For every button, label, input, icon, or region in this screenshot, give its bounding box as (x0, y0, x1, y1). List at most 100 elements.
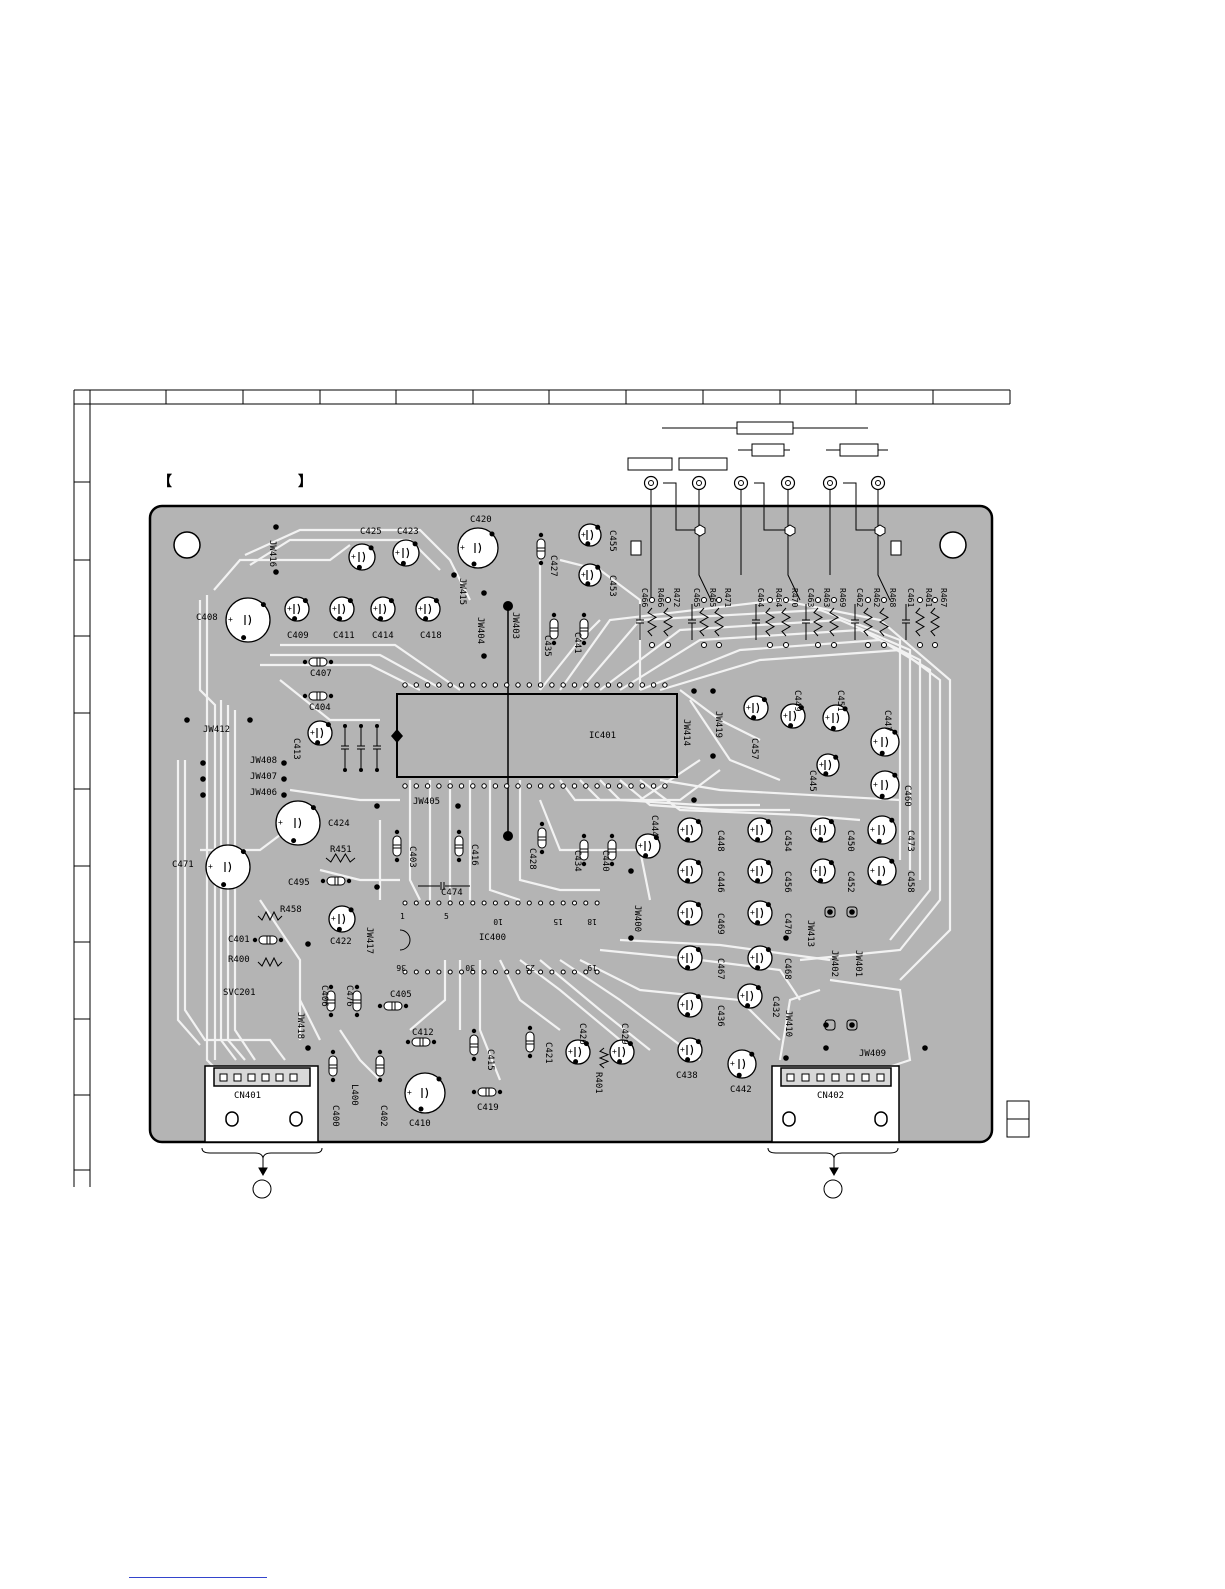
capacitor-label: C406 (319, 985, 329, 1007)
jumper-pad (305, 941, 311, 947)
resistor-pad (831, 597, 837, 603)
cap-symbol (421, 1087, 429, 1099)
electrolytic-capacitor: +C468 (747, 945, 792, 980)
cap-symbol (878, 865, 886, 877)
trace (559, 598, 952, 981)
capacitor-label: C449 (792, 690, 802, 712)
ic400-pin (459, 900, 464, 906)
film-capacitor: C401 (228, 935, 284, 945)
cap-lead (302, 693, 308, 699)
trace (176, 760, 201, 1046)
trace (260, 663, 421, 691)
electrolytic-capacitor: +C453 (578, 563, 617, 597)
cap-lead (292, 616, 298, 622)
cap-body (609, 1039, 635, 1065)
capacitors: +C425+C423+C420+C455+C453+C408+C409+C411… (172, 515, 915, 1129)
electrolytic-capacitor: +C456 (747, 858, 792, 893)
cap-lead (695, 994, 701, 1000)
electrolytic-capacitor: +C473 (867, 815, 915, 852)
capacitor-label: C464 (756, 588, 765, 607)
top-resistor (829, 607, 839, 637)
cap-lead (302, 659, 308, 665)
capacitor-label: C408 (196, 613, 218, 623)
ic400-pin (492, 969, 498, 975)
capacitor-label: C410 (409, 1119, 431, 1129)
cap-symbol (391, 1002, 396, 1010)
electrolytic-capacitor: +C429 (609, 1023, 635, 1065)
cap-lead (359, 724, 363, 728)
resistor-pad (783, 642, 789, 648)
pad-ring (846, 1019, 858, 1031)
electrolytic-capacitor: +C445 (807, 753, 840, 792)
cap-symbol (455, 844, 463, 849)
jack-bridge (843, 482, 880, 531)
cap-body (677, 992, 703, 1018)
ic401-pin (594, 783, 600, 789)
trace (639, 638, 932, 941)
top-capacitor (636, 604, 644, 640)
cap-body (307, 720, 333, 746)
output-callouts (201, 1147, 899, 1199)
top-resistor (714, 607, 724, 637)
resistor-pad (665, 597, 671, 603)
cap-lead (471, 1089, 477, 1095)
cap-plus-sign: + (228, 615, 233, 624)
cap-plus-sign: + (750, 908, 755, 917)
jumper-label: JW410 (783, 1010, 793, 1037)
ic400-pin-number: 19 (587, 963, 597, 972)
cap-body (404, 1072, 446, 1114)
jumper-pad (273, 569, 279, 575)
resistor-pad (881, 597, 887, 603)
grid-frame (73, 389, 1011, 1187)
jumper-label: JW416 (267, 540, 277, 567)
ic400-pin (470, 969, 476, 975)
resistor-pad (831, 642, 837, 648)
trace (829, 978, 912, 1072)
cap-symbol (756, 865, 764, 877)
trace (409, 960, 447, 1031)
capacitor-label: C457 (749, 738, 759, 760)
cap-lead (761, 697, 767, 703)
cap-body (579, 618, 589, 640)
capacitor-label: C470 (782, 913, 792, 935)
cap-lead (830, 725, 836, 731)
jumper-pad (455, 803, 461, 809)
cap-lead (581, 612, 587, 618)
electrolytic-capacitor: +C432 (737, 983, 780, 1018)
cap-lead (736, 1072, 742, 1078)
cap-body (275, 800, 321, 846)
cap-body (607, 839, 617, 861)
cap-plus-sign: + (351, 552, 356, 561)
ic401-pin (560, 783, 566, 789)
capacitor-label: C404 (309, 703, 331, 713)
ic400-pin (402, 900, 408, 906)
ic400-pin (583, 969, 589, 975)
resistor-label: R464 (774, 588, 783, 607)
cap-lead (643, 853, 649, 859)
ic401-pin (515, 783, 521, 789)
electrolytic-capacitor: + C470 (747, 900, 792, 935)
ic401-pin (605, 682, 612, 688)
cap-body (348, 543, 376, 571)
capacitor-label: C436 (715, 1005, 725, 1027)
ic400-pin (515, 900, 521, 906)
cap-plus-sign: + (680, 908, 685, 917)
trace (599, 948, 801, 1001)
ic400-pin (538, 900, 544, 906)
cap-symbol (526, 1040, 534, 1045)
cap-body (822, 704, 850, 732)
cap-symbol (586, 529, 594, 541)
capacitor-label: C403 (407, 846, 417, 868)
trace (559, 959, 701, 1061)
cap-lead (378, 616, 384, 622)
cap-plus-sign: + (278, 818, 283, 827)
ceramic-capacitor (373, 728, 381, 768)
ic401-pin (526, 682, 532, 688)
top-resistor (813, 607, 823, 637)
capacitor-label: C416 (469, 844, 479, 866)
cap-symbol (334, 877, 339, 885)
cap-lead (431, 1039, 437, 1045)
cap-lead (489, 531, 495, 537)
cap-lead (354, 1012, 360, 1018)
top-capacitor (902, 604, 910, 640)
